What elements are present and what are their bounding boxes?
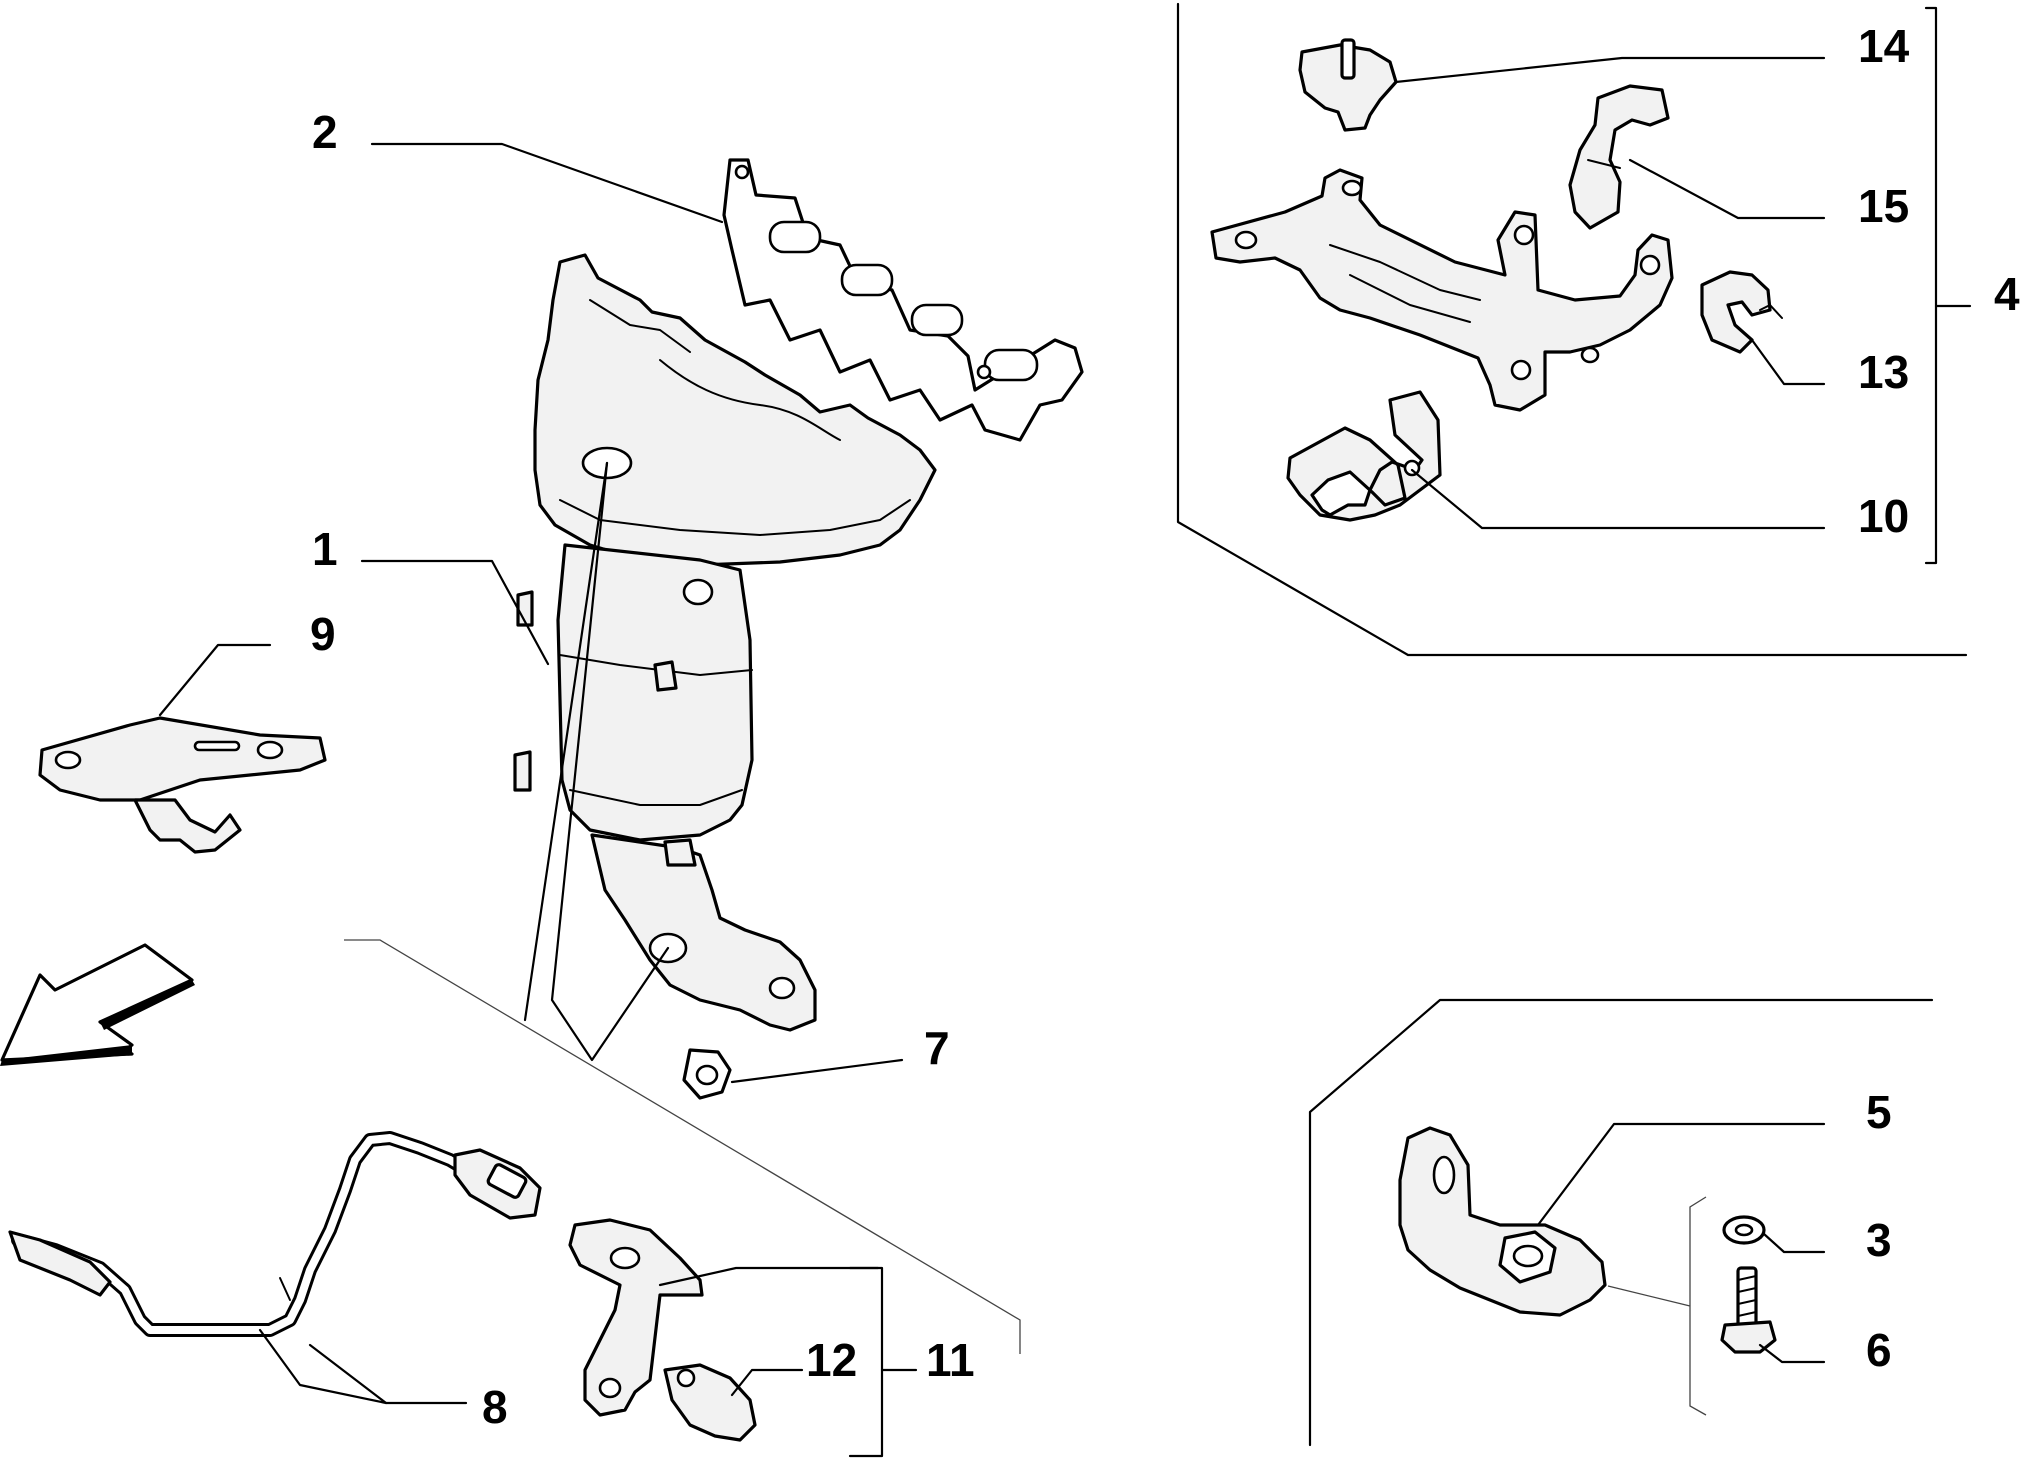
bolt-6 [1720,1266,1777,1354]
exhaust-manifold-catalyst [513,253,937,1032]
clamp-10 [1286,390,1442,522]
clamp-15 [1568,84,1670,230]
callout-6: 6 [1866,1324,1892,1376]
callout-labels: 2 1 9 7 8 12 11 14 15 4 13 10 5 3 6 [310,20,2020,1433]
callout-3: 3 [1866,1214,1892,1266]
callout-11: 11 [926,1334,975,1386]
bracket-kit-11 [568,1218,757,1442]
washer-3 [1722,1215,1766,1245]
callout-14: 14 [1858,20,1910,72]
callout-1: 1 [312,523,338,575]
main-bracket-kit-4 [1210,168,1674,412]
group-frames [344,2,1972,1458]
support-bracket [38,716,327,854]
callout-12: 12 [806,1334,857,1386]
callout-5: 5 [1866,1086,1892,1138]
clip-14 [1298,38,1398,132]
callout-2: 2 [312,106,338,158]
callout-13: 13 [1858,346,1909,398]
callout-7: 7 [924,1022,950,1074]
bracket-5 [1398,1126,1607,1317]
leader-lines [158,56,1826,1405]
callout-10: 10 [1858,490,1909,542]
callout-4: 4 [1994,268,2020,320]
oxygen-sensor [8,1131,542,1337]
manifold-gasket [722,158,1084,442]
callout-8: 8 [482,1381,508,1433]
callout-15: 15 [1858,180,1909,232]
callout-9: 9 [310,608,336,660]
direction-arrow [0,943,195,1066]
nut [682,1048,732,1100]
clip-13 [1700,270,1783,354]
